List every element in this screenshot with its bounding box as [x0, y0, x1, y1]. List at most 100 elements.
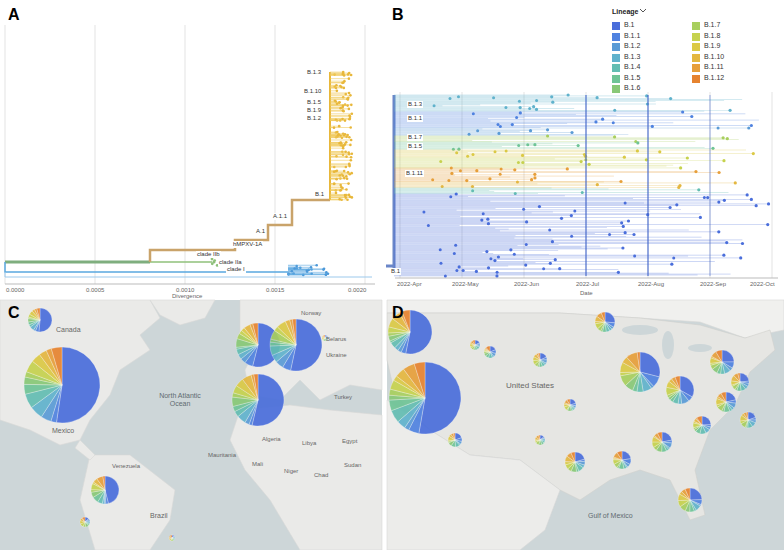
tip-branch [394, 260, 495, 261]
pie-slice [627, 352, 640, 372]
tip-branch [394, 186, 473, 187]
tip-dot [548, 229, 551, 232]
tip-branch [394, 220, 482, 221]
tip-branch [394, 192, 728, 193]
pie-slice [722, 350, 734, 362]
tip-branch [394, 124, 512, 125]
pie-slice [414, 362, 425, 398]
tip-branch [394, 194, 456, 195]
tip-branch [394, 184, 597, 185]
legend-text: B.1.5 [624, 74, 640, 82]
chart-label: 2022-Sep [700, 281, 726, 288]
pie-slice [170, 535, 172, 538]
legend-swatch [612, 64, 620, 72]
pie-slice [637, 352, 640, 372]
tip-branch [394, 198, 633, 199]
tip-branch [394, 178, 490, 179]
tip-branch [394, 251, 487, 252]
pie-slice [540, 353, 546, 360]
chart-label: Libya [302, 440, 316, 447]
pie-slice [697, 416, 702, 425]
tip-branch [330, 97, 348, 98]
tip-dot [349, 94, 352, 97]
tip-branch [394, 180, 467, 181]
pie-slice [242, 375, 258, 400]
tip-branch [394, 182, 604, 183]
tip-branch [394, 257, 741, 258]
legend-swatch [612, 85, 620, 93]
tip-branch [394, 109, 537, 110]
tip-dot [619, 180, 622, 183]
tip-dot [346, 198, 349, 201]
tip-dot [338, 125, 341, 128]
pie-slice [601, 312, 605, 322]
tip-dot [345, 188, 348, 191]
pie-slice [290, 319, 296, 345]
legend-swatch [692, 22, 700, 30]
tip-branch [394, 267, 489, 268]
tip-branch [394, 261, 715, 262]
tip-branch [394, 209, 681, 210]
tip-branch [394, 265, 526, 266]
tip-branch [330, 73, 343, 74]
pie-slice [56, 347, 100, 423]
tip-dot [344, 194, 347, 197]
legend-text: B.1.9 [704, 42, 720, 50]
chart-label: 0.0020 [348, 287, 366, 294]
tip-branch [394, 175, 455, 176]
pie-slice [740, 373, 749, 382]
tip-branch [394, 223, 488, 224]
tip-branch [330, 126, 339, 127]
tip-branch [394, 205, 756, 206]
tip-branch [330, 172, 348, 173]
tip-branch [394, 183, 537, 184]
tip-dot [340, 186, 343, 189]
tip-branch [394, 101, 656, 102]
tip-dot [211, 262, 214, 265]
lake [688, 344, 712, 352]
chart-label: Venezuela [112, 463, 140, 470]
tip-branch [330, 176, 346, 177]
tip-branch [330, 154, 349, 155]
tip-dot [349, 126, 352, 129]
tip-branch [394, 268, 560, 269]
tip-dot [485, 250, 488, 253]
tip-branch [394, 135, 613, 136]
tip-dot [750, 198, 753, 201]
pie-slice [475, 345, 478, 350]
tip-dot [494, 150, 497, 153]
tip-dot [350, 159, 353, 162]
legend-text: B.1.6 [624, 84, 640, 92]
tip-dot [495, 274, 498, 277]
chart-label: United States [506, 382, 554, 391]
chart-label: clade IIb [196, 251, 221, 258]
tip-branch [394, 126, 652, 127]
tip-branch [394, 259, 555, 260]
tip-dot [343, 177, 346, 180]
pie-slice [285, 320, 296, 345]
tip-branch [394, 253, 493, 254]
tip-branch [394, 150, 746, 151]
tip-branch [394, 185, 680, 186]
tip-branch [330, 142, 340, 143]
tip-dot [349, 115, 352, 118]
tip-branch [394, 188, 552, 189]
tip-branch [330, 99, 348, 100]
tip-branch [394, 113, 745, 114]
tip-dot [570, 131, 573, 134]
tip-branch [394, 159, 646, 160]
pie-slice [85, 520, 90, 522]
tip-dot [767, 202, 770, 205]
tip-dot [651, 125, 654, 128]
tip-dot [348, 153, 351, 156]
pie-slice [172, 536, 175, 538]
tip-branch [394, 263, 550, 264]
tip-branch [394, 231, 719, 232]
tip-dot [347, 182, 350, 185]
land [150, 300, 215, 325]
chart-label: Divergence [172, 293, 202, 300]
chart-label: B.1.10 [303, 88, 322, 95]
pie-slice [82, 517, 85, 522]
tip-dot [344, 133, 347, 136]
grid-line [365, 25, 366, 284]
